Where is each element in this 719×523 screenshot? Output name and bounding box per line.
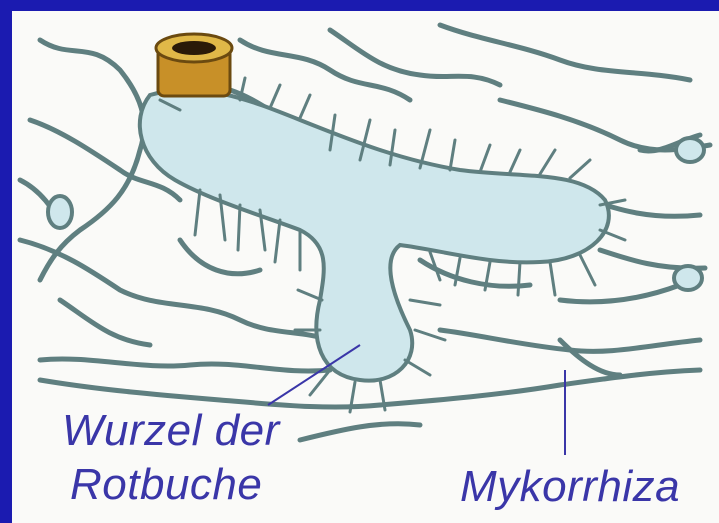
root-stump xyxy=(156,34,232,96)
root-label-line1: Wurzel der xyxy=(62,406,280,455)
root-label-line2: Rotbuche xyxy=(70,461,280,509)
root-label: Wurzel der Rotbuche xyxy=(62,407,280,509)
illustration-panel: Wurzel der Rotbuche Mykorrhiza xyxy=(12,11,719,523)
beech-root xyxy=(140,75,625,412)
mycorrhiza-label: Mykorrhiza xyxy=(460,463,680,511)
